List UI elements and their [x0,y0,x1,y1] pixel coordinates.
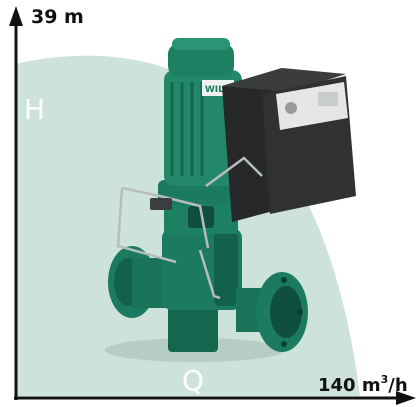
right-flange-bolt [281,341,287,347]
x-axis-max-label: 140 m3/h [318,373,408,396]
head-axis-symbol: H [24,93,46,126]
x-axis-max-value: 140 m [318,375,381,396]
pump-base [168,300,218,352]
product-logo-text: WILO [205,85,232,95]
axes [9,6,416,405]
pump-illustration: WILO [105,38,356,362]
controller-display-window [318,92,338,106]
x-axis-max-exponent: 3 [380,373,389,386]
lifting-bracket [116,156,263,300]
x-axis-arrow-icon [396,391,416,405]
bracket-clamp [150,198,172,210]
right-flange-face [270,286,302,338]
motor-top-cap [168,44,234,76]
right-flange-bolt [281,277,287,283]
motor-cooling-fins [170,82,204,176]
controller-top [222,68,346,92]
controller-knob-icon [285,102,297,114]
right-flange-bolt [297,309,303,315]
y-axis-max-label: 39 m [31,6,84,28]
motor-top-ring [172,38,230,50]
pump-volute-shade [214,232,238,306]
x-axis-max-unit-tail: /h [388,375,408,396]
y-axis-arrow-icon [9,6,23,26]
flow-axis-symbol: Q [182,364,205,397]
